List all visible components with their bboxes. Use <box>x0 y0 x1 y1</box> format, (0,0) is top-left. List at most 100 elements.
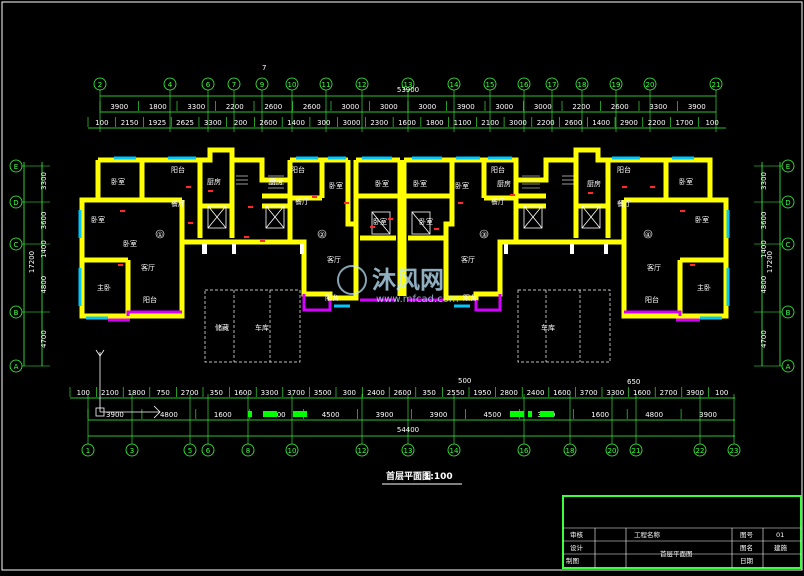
dim-text: 2600 <box>259 119 277 127</box>
room-label: 卧室 <box>413 179 427 188</box>
room-label: 储藏 <box>215 323 229 332</box>
axis-label: 3 <box>130 447 134 455</box>
svg-text:审核: 审核 <box>570 530 584 539</box>
dim-text: 2400 <box>527 389 545 397</box>
green-markers <box>248 411 554 417</box>
dim-text: 2300 <box>370 119 388 127</box>
svg-text:设计: 设计 <box>570 543 584 552</box>
dim-text: 1600 <box>633 389 651 397</box>
room-label: 厨房 <box>269 177 283 186</box>
axis-label: 21 <box>712 81 721 89</box>
room-label: 厨房 <box>207 177 221 186</box>
door-tag <box>370 226 375 228</box>
ucs-icon <box>95 349 161 419</box>
room-label: 阳台 <box>291 165 305 174</box>
dim-text: 1400 <box>760 240 768 258</box>
dim-text: 1800 <box>149 103 167 111</box>
dim-text: 1800 <box>426 119 444 127</box>
right-total-dim: 17200 <box>766 251 774 273</box>
axis-label: 20 <box>646 81 655 89</box>
axis-label: C <box>14 241 19 249</box>
mid-label-500: 500 <box>458 377 471 385</box>
axis-label: 14 <box>450 81 459 89</box>
dim-text: 4800 <box>760 276 768 294</box>
svg-text:图号: 图号 <box>740 531 754 539</box>
dim-text: 2200 <box>572 103 590 111</box>
axis-label: 6 <box>206 81 211 89</box>
room-label: 客厅 <box>141 263 155 272</box>
unit-mark: ④ <box>645 231 651 239</box>
axis-label: 7 <box>232 81 236 89</box>
axis-label: 18 <box>578 81 587 89</box>
walls <box>79 147 729 319</box>
dim-text: 3600 <box>40 212 48 230</box>
axis-label: A <box>786 363 791 371</box>
dim-text: 2100 <box>481 119 499 127</box>
dim-text: 2600 <box>394 389 412 397</box>
svg-text:工程名称: 工程名称 <box>634 530 661 539</box>
scale-text: 1:100 <box>424 472 453 482</box>
door-tag <box>650 186 655 188</box>
dim-text: 4800 <box>40 276 48 294</box>
dim-text: 2900 <box>620 119 638 127</box>
dim-text: 2625 <box>176 119 194 127</box>
axis-label: E <box>14 163 18 171</box>
room-label: 卧室 <box>679 177 693 186</box>
dim-text: 1600 <box>234 389 252 397</box>
dim-text: 1400 <box>592 119 610 127</box>
dim-text: 1700 <box>675 119 693 127</box>
axis-label: 12 <box>358 81 367 89</box>
dim-text: 300 <box>317 119 330 127</box>
room-label: 餐厅 <box>491 197 505 206</box>
room-label: 阳台 <box>645 295 659 304</box>
door-tag <box>588 192 593 194</box>
dim-text: 2800 <box>500 389 518 397</box>
watermark: 沐风网 www.mfcad.com <box>337 265 459 305</box>
axis-label: 10 <box>288 447 297 455</box>
axis-label: 4 <box>168 81 173 89</box>
svg-text:日期: 日期 <box>740 557 754 565</box>
dim-650: 650 <box>627 378 640 386</box>
door-tag <box>260 240 265 242</box>
dim-text: 1950 <box>473 389 491 397</box>
dim-text: 2550 <box>447 389 465 397</box>
top-label: 7 <box>262 64 266 72</box>
dim-text: 100 <box>715 389 728 397</box>
dim-text: 4700 <box>40 330 48 348</box>
axis-label: 13 <box>404 447 413 455</box>
dim-text: 3900 <box>457 103 475 111</box>
door-tag <box>510 194 515 196</box>
windows <box>78 156 730 320</box>
dim-text: 1400 <box>287 119 305 127</box>
room-label: 主卧 <box>697 283 711 292</box>
door-tag <box>388 218 393 220</box>
room-label: 阳台 <box>143 295 157 304</box>
dim-text: 3300 <box>606 389 624 397</box>
room-label: 客厅 <box>461 255 475 264</box>
dim-text: 3000 <box>380 103 398 111</box>
dim-text: 3600 <box>760 212 768 230</box>
room-label: 卧室 <box>375 179 389 188</box>
room-label: 卧室 <box>373 217 387 226</box>
left-total-dim: 17200 <box>28 251 36 273</box>
svg-text:建施: 建施 <box>774 543 788 552</box>
dimension-lines <box>23 95 781 437</box>
dim-text: 3900 <box>688 103 706 111</box>
axis-label: D <box>13 199 18 207</box>
dim-text: 2700 <box>181 389 199 397</box>
room-label: 卧室 <box>419 217 433 226</box>
room-label: 卧室 <box>329 181 343 190</box>
axis-label: 15 <box>486 81 495 89</box>
axis-label: 18 <box>566 447 575 455</box>
room-label: 厨房 <box>587 179 601 188</box>
room-label: 车库 <box>541 323 555 332</box>
dim-text: 1400 <box>40 240 48 258</box>
